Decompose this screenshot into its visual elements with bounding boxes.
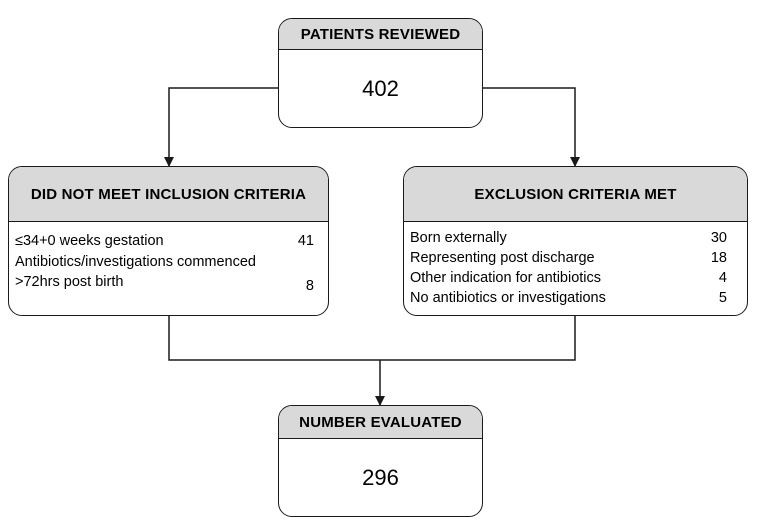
number-evaluated-box: NUMBER EVALUATED 296: [278, 405, 483, 517]
list-item: No antibiotics or investigations 5: [410, 288, 747, 308]
list-item-label: Other indication for antibiotics: [410, 270, 602, 286]
list-item-count: 41: [297, 233, 314, 249]
list-item: >72hrs post birth 8: [15, 272, 328, 297]
list-item-count: 4: [718, 270, 727, 286]
list-item: Other indication for antibiotics 4: [410, 268, 747, 288]
patients-reviewed-title: PATIENTS REVIEWED: [279, 19, 482, 50]
connector-merge-to-evaluated: [168, 316, 576, 406]
patients-reviewed-count: 402: [362, 76, 399, 101]
list-item: Antibiotics/investigations commenced: [15, 252, 328, 273]
list-item: Born externally 30: [410, 228, 747, 248]
list-item-label: Antibiotics/investigations commenced: [15, 253, 256, 270]
connector-to-not-meet-inclusion: [164, 87, 279, 167]
not-meet-inclusion-title: DID NOT MEET INCLUSION CRITERIA: [9, 167, 328, 222]
number-evaluated-title: NUMBER EVALUATED: [279, 406, 482, 439]
list-item-label: Representing post discharge: [410, 250, 595, 266]
list-item-label: No antibiotics or investigations: [410, 290, 606, 306]
list-item-count: 30: [710, 230, 727, 246]
not-meet-inclusion-list: ≤34+0 weeks gestation 41 Antibiotics/inv…: [9, 222, 328, 297]
exclusion-met-title: EXCLUSION CRITERIA MET: [404, 167, 747, 222]
connector-to-exclusion-met: [482, 87, 580, 167]
number-evaluated-count: 296: [362, 465, 399, 490]
list-item-count: 5: [718, 290, 727, 306]
not-meet-inclusion-box: DID NOT MEET INCLUSION CRITERIA ≤34+0 we…: [8, 166, 329, 316]
list-item: ≤34+0 weeks gestation 41: [15, 231, 328, 252]
exclusion-met-box: EXCLUSION CRITERIA MET Born externally 3…: [403, 166, 748, 316]
list-item-label: Born externally: [410, 230, 507, 246]
list-item-count: 8: [305, 278, 314, 294]
list-item-label: ≤34+0 weeks gestation: [15, 233, 164, 249]
patients-reviewed-box: PATIENTS REVIEWED 402: [278, 18, 483, 128]
list-item: Representing post discharge 18: [410, 248, 747, 268]
exclusion-met-list: Born externally 30 Representing post dis…: [404, 222, 747, 308]
list-item-label: >72hrs post birth: [15, 274, 124, 290]
list-item-count: 18: [710, 250, 727, 266]
